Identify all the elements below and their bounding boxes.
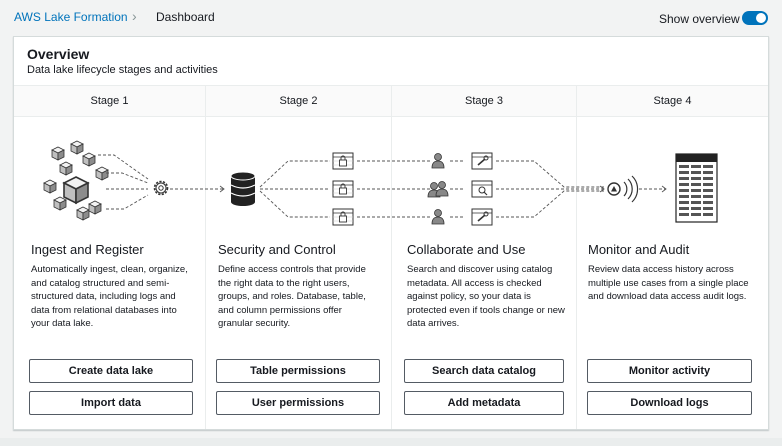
show-overview-toggle[interactable]: [742, 11, 768, 25]
panel-subtitle: Data lake lifecycle stages and activitie…: [27, 64, 218, 76]
search-table-icon: [471, 180, 493, 198]
breadcrumb-separator-icon: ›: [132, 8, 137, 24]
lock-table-icon: [332, 152, 354, 170]
stage-1-description: Automatically ingest, clean, organize, a…: [31, 264, 188, 329]
column-divider: [391, 86, 392, 429]
stage-4-title: Monitor and Audit: [588, 242, 690, 257]
monitor-activity-button[interactable]: Monitor activity: [587, 359, 752, 383]
stage-4-label: Stage 4: [653, 95, 692, 107]
top-bar: AWS Lake Formation › Dashboard Show over…: [0, 0, 782, 36]
create-data-lake-button[interactable]: Create data lake: [29, 359, 193, 383]
column-divider: [576, 86, 577, 429]
show-overview-label: Show overview: [659, 12, 740, 26]
stage-1-section: Ingest and Register Automatically ingest…: [31, 242, 196, 331]
bottom-strip: [0, 438, 782, 446]
overview-panel: Overview Data lake lifecycle stages and …: [13, 36, 769, 430]
column-divider: [205, 86, 206, 429]
search-data-catalog-button[interactable]: Search data catalog: [404, 359, 564, 383]
breadcrumb-current: Dashboard: [156, 10, 215, 24]
arrow-head-icon: [219, 185, 225, 193]
stage-3-label: Stage 3: [465, 95, 503, 107]
flow-connectors: [357, 160, 464, 218]
stage-1-title: Ingest and Register: [31, 242, 144, 257]
breadcrumb-root-link[interactable]: AWS Lake Formation: [14, 10, 128, 24]
audit-log-icon: [675, 153, 718, 223]
lifecycle-diagram: [43, 140, 718, 226]
table-permissions-button[interactable]: Table permissions: [216, 359, 380, 383]
stage-2-description: Define access controls that provide the …: [218, 264, 366, 329]
user-permissions-button[interactable]: User permissions: [216, 391, 380, 415]
lock-table-icon: [332, 208, 354, 226]
stage-2-label: Stage 2: [279, 95, 318, 107]
panel-header: Overview Data lake lifecycle stages and …: [14, 37, 768, 86]
wrench-table-icon: [471, 152, 493, 170]
download-logs-button[interactable]: Download logs: [587, 391, 752, 415]
stage-4-description: Review data access history across multip…: [588, 264, 749, 302]
stage-3-description: Search and discover using catalog metada…: [407, 264, 565, 329]
arrow-head-icon: [661, 185, 667, 193]
user-icon: [431, 153, 445, 169]
stage-2-title: Security and Control: [218, 242, 336, 257]
stage-4-section: Monitor and Audit Review data access his…: [588, 242, 756, 304]
wrench-table-icon: [471, 208, 493, 226]
lock-table-icon: [332, 180, 354, 198]
toggle-knob: [756, 13, 766, 23]
add-metadata-button[interactable]: Add metadata: [404, 391, 564, 415]
arrow-head-icon: [599, 185, 605, 193]
merge-connectors: [496, 160, 604, 218]
stage-3-section: Collaborate and Use Search and discover …: [407, 242, 565, 331]
permission-connectors: [259, 160, 330, 218]
user-icon: [431, 209, 445, 225]
stage-1-label: Stage 1: [90, 95, 129, 107]
cube-cluster-icon: [43, 140, 109, 221]
database-icon: [230, 171, 256, 206]
import-data-button[interactable]: Import data: [29, 391, 193, 415]
gear-icon: [153, 180, 169, 196]
panel-title: Overview: [27, 46, 90, 62]
cube-connectors: [98, 154, 149, 210]
users-icon: [427, 181, 449, 198]
stage-3-title: Collaborate and Use: [407, 242, 526, 257]
stage-2-section: Security and Control Define access contr…: [218, 242, 378, 331]
broadcast-icon: [607, 175, 639, 203]
